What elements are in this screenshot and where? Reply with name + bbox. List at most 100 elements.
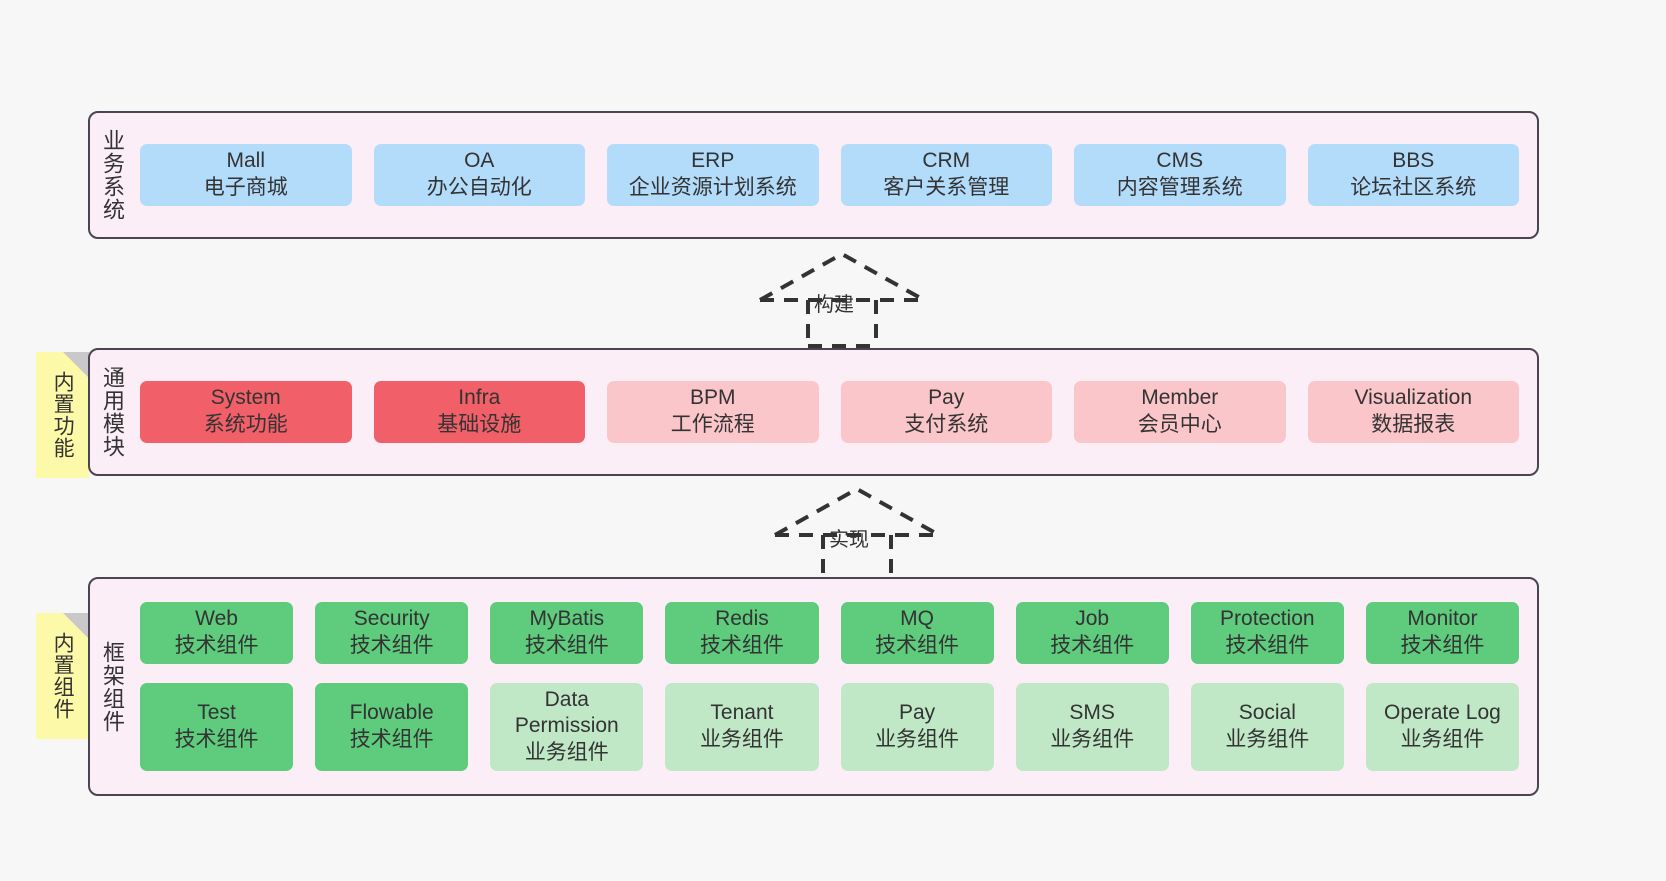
card-title: BBS bbox=[1392, 149, 1435, 173]
card-subtitle: 系统功能 bbox=[203, 413, 288, 436]
card-pay-business[interactable]: Pay 业务组件 bbox=[840, 682, 994, 772]
card-title: Redis bbox=[715, 606, 769, 630]
card-subtitle: 数据报表 bbox=[1371, 413, 1456, 436]
card-operate-log[interactable]: Operate Log 业务组件 bbox=[1365, 682, 1519, 772]
card-title: Member bbox=[1141, 386, 1219, 410]
card-title: SMS bbox=[1069, 701, 1115, 724]
card-subtitle: 业务组件 bbox=[1400, 727, 1485, 751]
card-system[interactable]: System 系统功能 bbox=[140, 381, 352, 443]
card-title: Monitor bbox=[1407, 606, 1478, 630]
card-title: OA bbox=[464, 149, 495, 173]
card-title: Protection bbox=[1220, 606, 1315, 630]
card-subtitle: 工作流程 bbox=[670, 413, 755, 436]
card-row: System 系统功能 Infra 基础设施 BPM 工作流程 Pay 支付系统… bbox=[140, 381, 1519, 443]
card-subtitle: 支付系统 bbox=[904, 413, 989, 436]
card-subtitle: 会员中心 bbox=[1137, 413, 1222, 436]
card-title: Mall bbox=[226, 149, 265, 173]
card-subtitle: 技术组件 bbox=[699, 633, 784, 657]
card-member[interactable]: Member 会员中心 bbox=[1074, 381, 1286, 443]
card-subtitle: 内容管理系统 bbox=[1116, 176, 1243, 199]
card-subtitle: 业务组件 bbox=[1225, 727, 1310, 751]
builtin-features-note-text: 内置功能 bbox=[51, 371, 75, 459]
card-bpm[interactable]: BPM 工作流程 bbox=[607, 381, 819, 443]
card-pay[interactable]: Pay 支付系统 bbox=[840, 381, 1052, 443]
card-subtitle: 业务组件 bbox=[524, 741, 609, 765]
card-subtitle: 技术组件 bbox=[875, 633, 960, 657]
card-subtitle: 业务组件 bbox=[1050, 727, 1135, 751]
card-title: Tenant bbox=[710, 701, 774, 724]
card-subtitle: 论坛社区系统 bbox=[1350, 176, 1477, 199]
card-job[interactable]: Job 技术组件 bbox=[1015, 601, 1169, 664]
builtin-components-note-text: 内置组件 bbox=[51, 632, 75, 720]
card-oa[interactable]: OA 办公自动化 bbox=[373, 144, 585, 206]
card-subtitle: 技术组件 bbox=[174, 727, 259, 751]
card-visualization[interactable]: Visualization 数据报表 bbox=[1307, 381, 1519, 443]
arrow-head-triangle-icon bbox=[774, 486, 940, 537]
card-cms[interactable]: CMS 内容管理系统 bbox=[1074, 144, 1286, 206]
card-subtitle: 业务组件 bbox=[699, 727, 784, 751]
card-infra[interactable]: Infra 基础设施 bbox=[373, 381, 585, 443]
card-subtitle: 企业资源计划系统 bbox=[628, 176, 797, 199]
card-social[interactable]: Social 业务组件 bbox=[1190, 682, 1344, 772]
layer-label-common-module: 通用模块 bbox=[99, 366, 125, 458]
arrow-head-triangle-icon bbox=[759, 251, 925, 302]
card-mq[interactable]: MQ 技术组件 bbox=[840, 601, 994, 664]
layer-business-system: 业务系统 Mall 电子商城 OA 办公自动化 ERP 企业资源计划系统 CRM… bbox=[88, 111, 1539, 239]
builtin-features-note: 内置功能 bbox=[36, 352, 89, 478]
card-flowable[interactable]: Flowable 技术组件 bbox=[315, 682, 469, 772]
card-web[interactable]: Web 技术组件 bbox=[140, 601, 294, 664]
card-title: Security bbox=[353, 606, 430, 630]
layer-body-framework-component: Web 技术组件 Security 技术组件 MyBatis 技术组件 Redi… bbox=[134, 579, 1537, 794]
card-title: Flowable bbox=[349, 701, 434, 724]
card-title: Web bbox=[195, 606, 238, 630]
card-title: Operate Log bbox=[1384, 701, 1501, 724]
card-subtitle: 业务组件 bbox=[875, 727, 960, 751]
card-security[interactable]: Security 技术组件 bbox=[315, 601, 469, 664]
card-title: MyBatis bbox=[529, 606, 605, 630]
card-subtitle: 基础设施 bbox=[437, 413, 522, 436]
card-subtitle: 技术组件 bbox=[349, 727, 434, 751]
card-erp[interactable]: ERP 企业资源计划系统 bbox=[607, 144, 819, 206]
card-crm[interactable]: CRM 客户关系管理 bbox=[840, 144, 1052, 206]
card-protection[interactable]: Protection 技术组件 bbox=[1190, 601, 1344, 664]
card-bbs[interactable]: BBS 论坛社区系统 bbox=[1307, 144, 1519, 206]
card-monitor[interactable]: Monitor 技术组件 bbox=[1365, 601, 1519, 664]
card-title: Data Permission bbox=[514, 687, 619, 738]
card-title: ERP bbox=[691, 149, 735, 173]
card-title: Job bbox=[1075, 606, 1110, 630]
layer-common-module: 通用模块 System 系统功能 Infra 基础设施 BPM 工作流程 Pay… bbox=[88, 348, 1539, 476]
card-title: Pay bbox=[928, 386, 965, 410]
builtin-components-note: 内置组件 bbox=[36, 613, 89, 739]
card-subtitle: 技术组件 bbox=[524, 633, 609, 657]
card-title: BPM bbox=[689, 386, 736, 410]
build-arrow: 构建 bbox=[742, 248, 942, 348]
card-title: Pay bbox=[898, 701, 936, 724]
card-sms[interactable]: SMS 业务组件 bbox=[1015, 682, 1169, 772]
card-row: Mall 电子商城 OA 办公自动化 ERP 企业资源计划系统 CRM 客户关系… bbox=[140, 144, 1519, 206]
layer-label-framework-component: 框架组件 bbox=[99, 640, 125, 733]
arrow-stem-icon bbox=[806, 300, 878, 348]
card-row: Test 技术组件 Flowable 技术组件 Data Permission … bbox=[140, 682, 1519, 772]
layer-label-business-system: 业务系统 bbox=[99, 129, 125, 221]
implement-arrow: 实现 bbox=[757, 483, 957, 583]
card-data-permission[interactable]: Data Permission 业务组件 bbox=[490, 682, 644, 772]
card-title: System bbox=[210, 386, 281, 410]
card-subtitle: 技术组件 bbox=[1050, 633, 1135, 657]
layer-framework-component: 框架组件 Web 技术组件 Security 技术组件 MyBatis 技术组件… bbox=[88, 577, 1539, 796]
card-subtitle: 技术组件 bbox=[174, 633, 259, 657]
card-subtitle: 办公自动化 bbox=[426, 176, 532, 199]
card-title: MQ bbox=[900, 606, 934, 630]
card-test[interactable]: Test 技术组件 bbox=[140, 682, 294, 772]
card-subtitle: 技术组件 bbox=[1400, 633, 1485, 657]
card-title: Social bbox=[1238, 701, 1296, 724]
card-title: Visualization bbox=[1354, 386, 1473, 410]
card-redis[interactable]: Redis 技术组件 bbox=[665, 601, 819, 664]
card-mall[interactable]: Mall 电子商城 bbox=[140, 144, 352, 206]
layer-body-common-module: System 系统功能 Infra 基础设施 BPM 工作流程 Pay 支付系统… bbox=[134, 350, 1537, 474]
card-title: Infra bbox=[458, 386, 501, 410]
card-tenant[interactable]: Tenant 业务组件 bbox=[665, 682, 819, 772]
card-subtitle: 电子商城 bbox=[203, 176, 288, 199]
card-subtitle: 技术组件 bbox=[1225, 633, 1310, 657]
card-mybatis[interactable]: MyBatis 技术组件 bbox=[490, 601, 644, 664]
card-title: CRM bbox=[922, 149, 971, 173]
